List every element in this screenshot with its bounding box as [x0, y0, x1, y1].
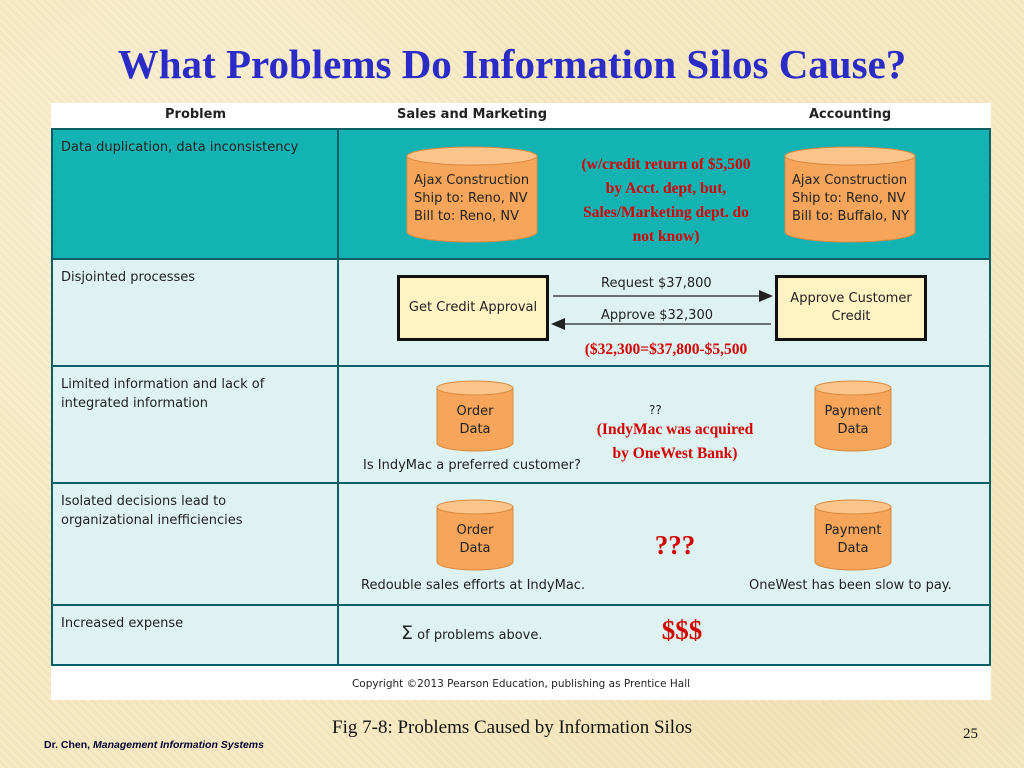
footer-credit: Dr. Chen, Management Information Systems [44, 739, 264, 751]
problem-label: Disjointed processes [61, 270, 196, 285]
accounting-bill-to: Bill to: Buffalo, NY [792, 209, 910, 224]
figure-7-8: Problem Sales and Marketing Accounting D… [51, 103, 991, 700]
problem-cell: Isolated decisions lead to organizationa… [53, 484, 337, 604]
approve-box-line1: Approve Customer [790, 291, 912, 306]
table-row: Isolated decisions lead to organizationa… [53, 484, 989, 604]
get-credit-approval-box: Get Credit Approval [397, 275, 549, 341]
approve-box-line2: Credit [831, 309, 871, 324]
sales-ship-to: Ship to: Reno, NV [414, 191, 528, 206]
illustration-cell: Ajax Construction Ship to: Reno, NV Bill… [339, 130, 989, 258]
table-row: Increased expense Σ of problems above. [53, 606, 989, 664]
order-data-cylinder-icon: Order Data [435, 498, 515, 572]
question-label: ?? [649, 403, 662, 417]
illustration-cell: Get Credit Approval Approve Customer Cre… [339, 260, 989, 365]
problem-cell: Increased expense [53, 606, 337, 664]
request-amount-label: Request $37,800 [601, 276, 712, 291]
order-data-line1: Order [456, 523, 494, 538]
problem-label: Isolated decisions lead to organizationa… [61, 492, 243, 530]
problem-label: Data duplication, data inconsistency [61, 140, 299, 155]
problem-label: Increased expense [61, 616, 184, 631]
order-data-line2: Data [459, 541, 491, 556]
problems-table: Data duplication, data inconsistency Aja… [51, 128, 991, 666]
sales-database-cylinder-icon: Ajax Construction Ship to: Reno, NV Bill… [405, 146, 539, 244]
payment-data-line2: Data [837, 541, 869, 556]
order-data-cylinder-icon: Order Data [435, 379, 515, 453]
credit-return-line2: by Acct. dept, but, [605, 180, 727, 197]
page-number: 25 [963, 726, 978, 742]
footer-course: Management Information Systems [93, 739, 264, 751]
sum-of-problems-note: Σ of problems above. [401, 622, 543, 644]
header-accounting: Accounting [809, 107, 892, 122]
copyright-notice: Copyright ©2013 Pearson Education, publi… [351, 678, 691, 690]
table-row: Disjointed processes Get Credit Approval… [53, 260, 989, 365]
accounting-ship-to: Ship to: Reno, NV [792, 191, 906, 206]
request-approve-arrows-icon [551, 290, 773, 330]
payment-data-line1: Payment [824, 523, 882, 538]
credit-return-line3: Sales/Marketing dept. do [583, 204, 749, 221]
indymac-annotation: (IndyMac was acquired by OneWest Bank) [560, 418, 790, 466]
problem-label: Limited information and lack of integrat… [61, 375, 264, 413]
sum-of-problems-text: of problems above. [417, 628, 543, 643]
illustration-cell: Σ of problems above. [339, 606, 989, 664]
problem-cell: Disjointed processes [53, 260, 337, 365]
problem-label-line2: integrated information [61, 396, 209, 411]
illustration-cell: Order Data Payment Data Redouble sales e… [339, 484, 989, 604]
problem-cell: Limited information and lack of integrat… [53, 367, 337, 482]
indymac-line1: (IndyMac was acquired [596, 421, 754, 438]
order-data-line1: Order [456, 404, 494, 419]
footer-author: Dr. Chen, [44, 739, 91, 751]
credit-return-line1: (w/credit return of $5,500 [581, 156, 751, 173]
accounting-customer-name: Ajax Construction [792, 173, 908, 188]
sales-decision-note: Redouble sales efforts at IndyMac. [361, 578, 586, 593]
credit-return-line4: not know) [632, 228, 700, 245]
accounting-database-cylinder-icon: Ajax Construction Ship to: Reno, NV Bill… [783, 146, 917, 244]
slide-title: What Problems Do Information Silos Cause… [117, 41, 907, 87]
calculation-annotation: ($32,300=$37,800-$5,500 [584, 341, 748, 358]
payment-data-cylinder-icon: Payment Data [813, 379, 893, 453]
header-sales-and-marketing: Sales and Marketing [397, 107, 547, 122]
order-data-line2: Data [459, 422, 491, 437]
header-problem: Problem [165, 107, 226, 122]
dollars-annotation: $$$ [661, 615, 703, 645]
table-row: Data duplication, data inconsistency Aja… [53, 130, 989, 258]
problem-cell: Data duplication, data inconsistency [53, 130, 337, 258]
payment-data-line1: Payment [824, 404, 882, 419]
approve-customer-credit-box: Approve Customer Credit [775, 275, 927, 341]
accounting-decision-note: OneWest has been slow to pay. [749, 578, 952, 593]
problem-label-line1: Isolated decisions lead to [61, 494, 227, 509]
table-row: Limited information and lack of integrat… [53, 367, 989, 482]
question-marks-annotation: ??? [654, 530, 696, 560]
problem-label-line1: Limited information and lack of [61, 377, 265, 392]
sales-customer-name: Ajax Construction [414, 173, 530, 188]
sales-bill-to: Bill to: Reno, NV [414, 209, 519, 224]
illustration-cell: Order Data Payment Data ?? Is IndyMac a [339, 367, 989, 482]
credit-return-annotation: (w/credit return of $5,500 by Acct. dept… [548, 153, 784, 249]
preferred-customer-note: Is IndyMac a preferred customer? [363, 458, 581, 473]
payment-data-line2: Data [837, 422, 869, 437]
indymac-line2: by OneWest Bank) [612, 445, 738, 462]
payment-data-cylinder-icon: Payment Data [813, 498, 893, 572]
sigma-symbol: Σ [401, 622, 414, 644]
problem-label-line2: organizational inefficiencies [61, 513, 243, 528]
approve-amount-label: Approve $32,300 [601, 308, 713, 323]
figure-caption: Fig 7-8: Problems Caused by Information … [332, 717, 692, 738]
